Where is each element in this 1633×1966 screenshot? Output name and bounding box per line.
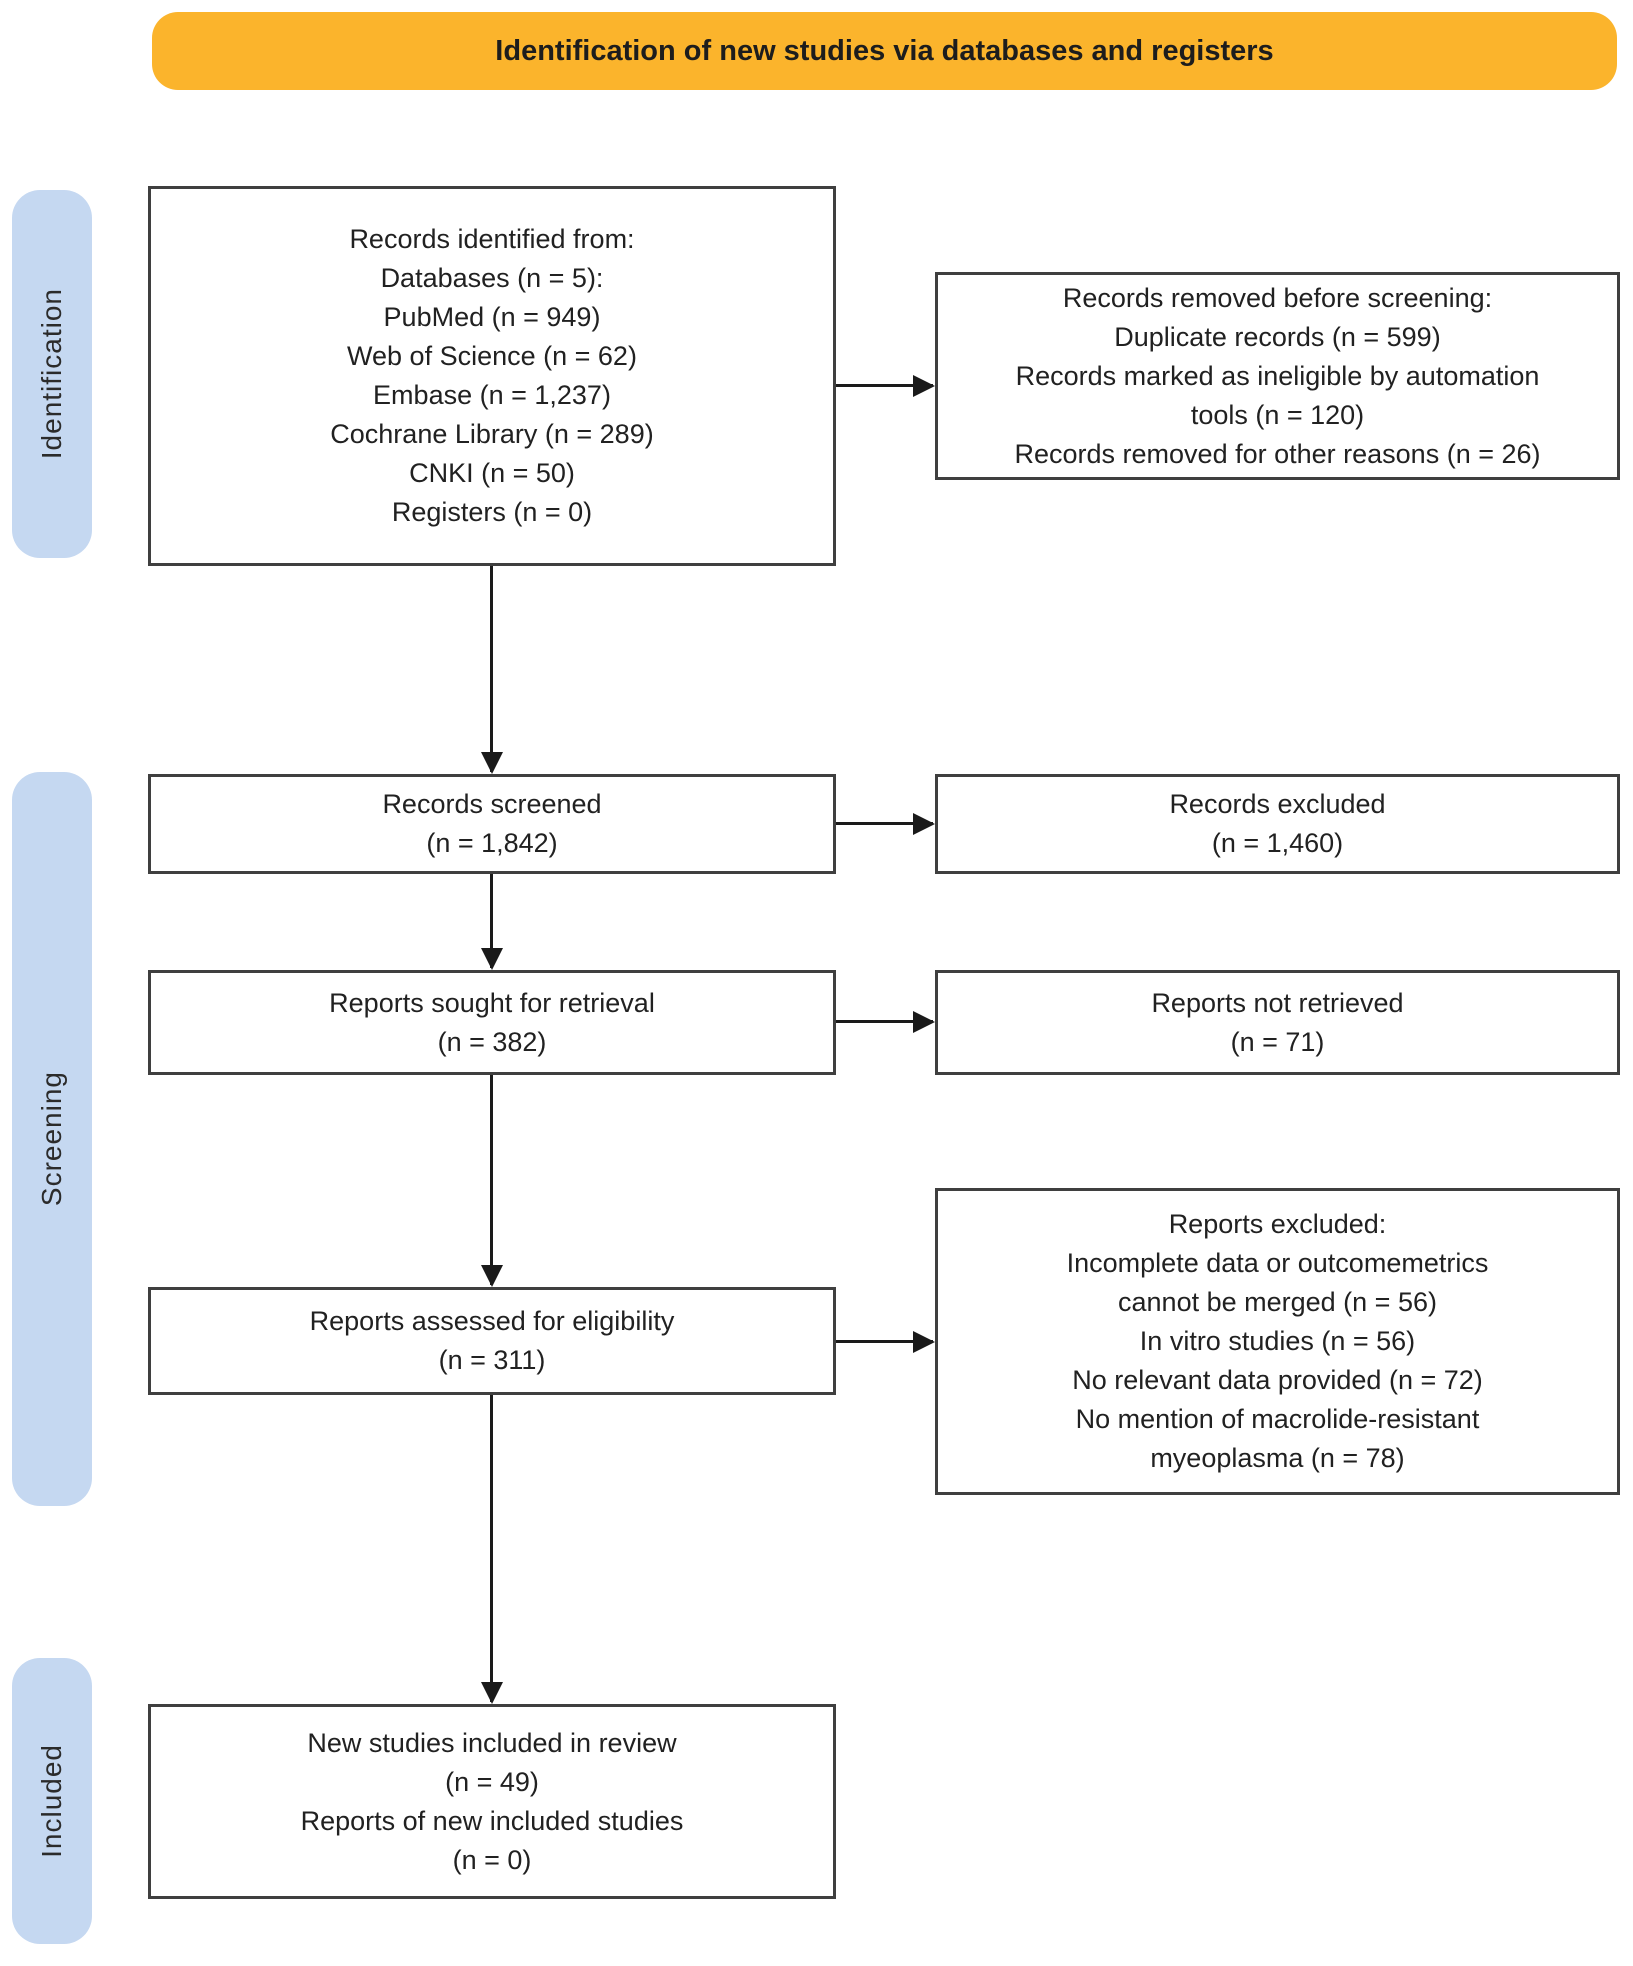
phase-label-included: Included <box>36 1744 67 1858</box>
box-text-line: Incomplete data or outcomemetrics <box>1066 1248 1489 1278</box>
banner-label: Identification of new studies via databa… <box>495 34 1274 67</box>
reports-not-retrieved-box: Reports not retrieved (n = 71) <box>935 970 1620 1075</box>
records-excluded-box: Records excluded (n = 1,460) <box>935 774 1620 874</box>
box-text-line: Reports of new included studies <box>300 1805 684 1836</box>
arrowhead-right-icon <box>913 812 935 835</box>
box-text-line: (n = 1,460) <box>1211 828 1344 858</box>
phase-label-screening: Screening <box>36 1071 67 1207</box>
box-text-line: Records screened <box>382 789 602 819</box>
arrowhead-right-icon <box>913 1330 935 1353</box>
arrowhead-down-icon <box>480 948 503 970</box>
reports-assessed-box: Reports assessed for eligibility (n = 31… <box>148 1287 836 1395</box>
box-text-line: CNKI (n = 50) <box>409 458 575 488</box>
arrowhead-down-icon <box>480 1682 503 1704</box>
box-text-line: Reports assessed for eligibility <box>309 1306 675 1336</box>
box-text-line: Records marked as ineligible by automati… <box>1015 360 1540 391</box>
arrowhead-down-icon <box>480 1265 503 1287</box>
reports-sought-box: Reports sought for retrieval (n = 382) <box>148 970 836 1075</box>
box-text-line: Records removed before screening: <box>1062 282 1493 313</box>
box-text-line: Reports excluded: <box>1168 1209 1387 1239</box>
box-text-line: Embase (n = 1,237) <box>373 380 611 410</box>
box-text-line: (n = 71) <box>1230 1026 1325 1057</box>
reports-excluded-box: Reports excluded: Incomplete data or out… <box>935 1188 1620 1495</box>
phase-label-identification: Identification <box>36 288 67 460</box>
banner-identification-of-new-studies: Identification of new studies via databa… <box>152 12 1617 90</box>
box-text-line: In vitro studies (n = 56) <box>1139 1326 1416 1356</box>
box-text-line: (n = 1,842) <box>426 828 558 858</box>
box-text-line: (n = 311) <box>438 1345 546 1375</box>
box-text-line: (n = 49) <box>445 1766 539 1797</box>
box-text-line: Records excluded <box>1169 789 1386 819</box>
arrowhead-down-icon <box>480 752 503 774</box>
box-text-line: tools (n = 120) <box>1190 399 1365 430</box>
box-text-line: New studies included in review <box>307 1727 677 1758</box>
box-text-line: Cochrane Library (n = 289) <box>330 419 654 449</box>
arrow-screened-to-excluded <box>836 812 935 835</box>
box-text-line: (n = 382) <box>437 1026 547 1057</box>
arrow-identified-to-screened <box>480 566 503 774</box>
records-identified-box: Records identified from: Databases (n = … <box>148 186 836 566</box>
box-text-line: Web of Science (n = 62) <box>347 341 637 371</box>
phase-pill-screening: Screening <box>12 772 92 1506</box>
box-text-line: myeoplasma (n = 78) <box>1150 1443 1405 1473</box>
phase-pill-included: Included <box>12 1658 92 1944</box>
arrow-screened-to-sought <box>480 874 503 970</box>
box-text-line: Reports not retrieved <box>1151 987 1404 1018</box>
arrow-assessed-to-included <box>480 1395 503 1704</box>
arrowhead-right-icon <box>913 1010 935 1033</box>
arrow-sought-to-assessed <box>480 1075 503 1287</box>
new-studies-included-box: New studies included in review (n = 49) … <box>148 1704 836 1899</box>
records-screened-box: Records screened (n = 1,842) <box>148 774 836 874</box>
arrow-assessed-to-reports-excluded <box>836 1330 935 1353</box>
box-text-line: (n = 0) <box>452 1844 532 1875</box>
box-text-line: Duplicate records (n = 599) <box>1114 321 1441 352</box>
box-text-line: PubMed (n = 949) <box>383 302 601 332</box>
arrow-identified-to-removed <box>836 374 935 397</box>
arrow-sought-to-not-retrieved <box>836 1010 935 1033</box>
box-text-line: Databases (n = 5): <box>380 263 604 293</box>
records-removed-box: Records removed before screening: Duplic… <box>935 272 1620 480</box>
box-text-line: Records identified from: <box>349 224 635 254</box>
box-text-line: Registers (n = 0) <box>391 497 593 527</box>
arrowhead-right-icon <box>913 374 935 397</box>
box-text-line: Records removed for other reasons (n = 2… <box>1014 438 1541 469</box>
box-text-line: No relevant data provided (n = 72) <box>1072 1365 1483 1395</box>
box-text-line: Reports sought for retrieval <box>329 987 655 1018</box>
phase-pill-identification: Identification <box>12 190 92 558</box>
box-text-line: No mention of macrolide-resistant <box>1075 1404 1480 1434</box>
box-text-line: cannot be merged (n = 56) <box>1118 1287 1437 1317</box>
